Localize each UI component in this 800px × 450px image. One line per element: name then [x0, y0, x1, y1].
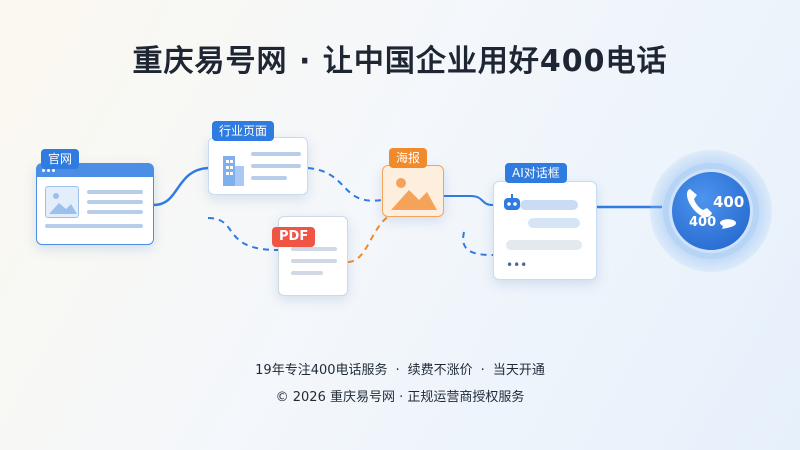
footer-features: 19年专注400电话服务·续费不涨价·当天开通 [255, 363, 545, 378]
tag-pdf: PDF [272, 227, 316, 247]
phone-number-bottom: 400 [689, 215, 717, 230]
phone-number-top: 400 [713, 193, 745, 211]
feature-renewal: 续费不涨价 [407, 363, 473, 378]
ai-chat-card: ••• [493, 181, 597, 280]
chat-bubble-icon [506, 240, 582, 250]
feature-same-day: 当天开通 [492, 363, 545, 378]
tag-poster: 海报 [389, 148, 428, 168]
robot-icon [504, 194, 520, 210]
phone-400-badge: 400 400 [669, 169, 753, 253]
typing-dots-icon: ••• [506, 258, 528, 272]
tag-website: 官网 [41, 149, 80, 169]
tag-industry-page: 行业页面 [212, 121, 275, 141]
website-browser-card [36, 163, 154, 245]
chat-bubble-icon [520, 200, 578, 210]
industry-page-card [208, 137, 308, 195]
image-icon [391, 178, 437, 210]
poster-card [382, 165, 444, 217]
chat-bubble-icon [720, 219, 736, 229]
browser-dot-icon [42, 169, 45, 172]
footer-copyright: © 2026 重庆易号网 · 正规运营商授权服务 [275, 390, 525, 405]
browser-dot-icon [52, 169, 55, 172]
page-title: 重庆易号网 · 让中国企业用好400电话 [132, 44, 668, 79]
browser-dot-icon [47, 169, 50, 172]
tag-ai-chat: AI对话框 [505, 163, 567, 183]
phone-icon [686, 189, 712, 218]
image-icon [45, 186, 79, 218]
chat-bubble-icon [528, 218, 580, 228]
feature-experience: 19年专注400电话服务 [255, 363, 388, 378]
building-icon [223, 156, 244, 186]
